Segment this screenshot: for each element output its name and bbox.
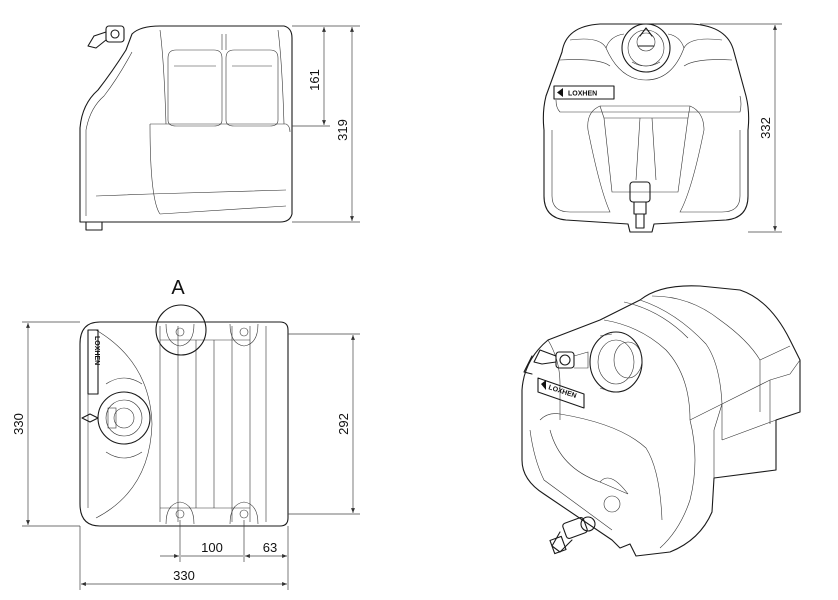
filler-neck-icon xyxy=(589,331,643,393)
front-cap-icon xyxy=(621,23,671,73)
dim-161: 161 xyxy=(307,69,322,91)
dim-63: 63 xyxy=(263,540,277,555)
dim-319: 319 xyxy=(335,119,350,141)
top-cap-icon xyxy=(81,377,151,459)
dim-330-vertical: 330 xyxy=(11,413,26,435)
front-tap-icon xyxy=(629,181,651,229)
top-view: A LOXHEN 330 292 100 63 330 xyxy=(11,277,360,590)
front-view: LOXHEN 332 xyxy=(542,23,782,233)
detail-circle xyxy=(155,304,207,356)
dim-292: 292 xyxy=(336,413,351,435)
tap-detached-icon xyxy=(549,495,621,555)
dim-100: 100 xyxy=(201,540,223,555)
logo-badge: LOXHEN xyxy=(553,85,615,100)
bolt-tab-icon xyxy=(165,323,259,525)
svg-text:LOXHEN: LOXHEN xyxy=(93,336,100,365)
isometric-view: LOXHEN xyxy=(521,285,801,557)
cap-valve-iso-icon xyxy=(523,349,589,375)
cap-valve-icon xyxy=(87,25,125,49)
top-logo-badge: LOXHEN xyxy=(87,329,100,395)
dim-330-horizontal: 330 xyxy=(173,568,195,583)
svg-text:LOXHEN: LOXHEN xyxy=(568,91,597,98)
logo-badge-iso: LOXHEN xyxy=(537,377,585,409)
dim-332: 332 xyxy=(758,117,773,139)
side-view: 161 319 xyxy=(79,25,360,231)
detail-label: A xyxy=(171,277,185,299)
